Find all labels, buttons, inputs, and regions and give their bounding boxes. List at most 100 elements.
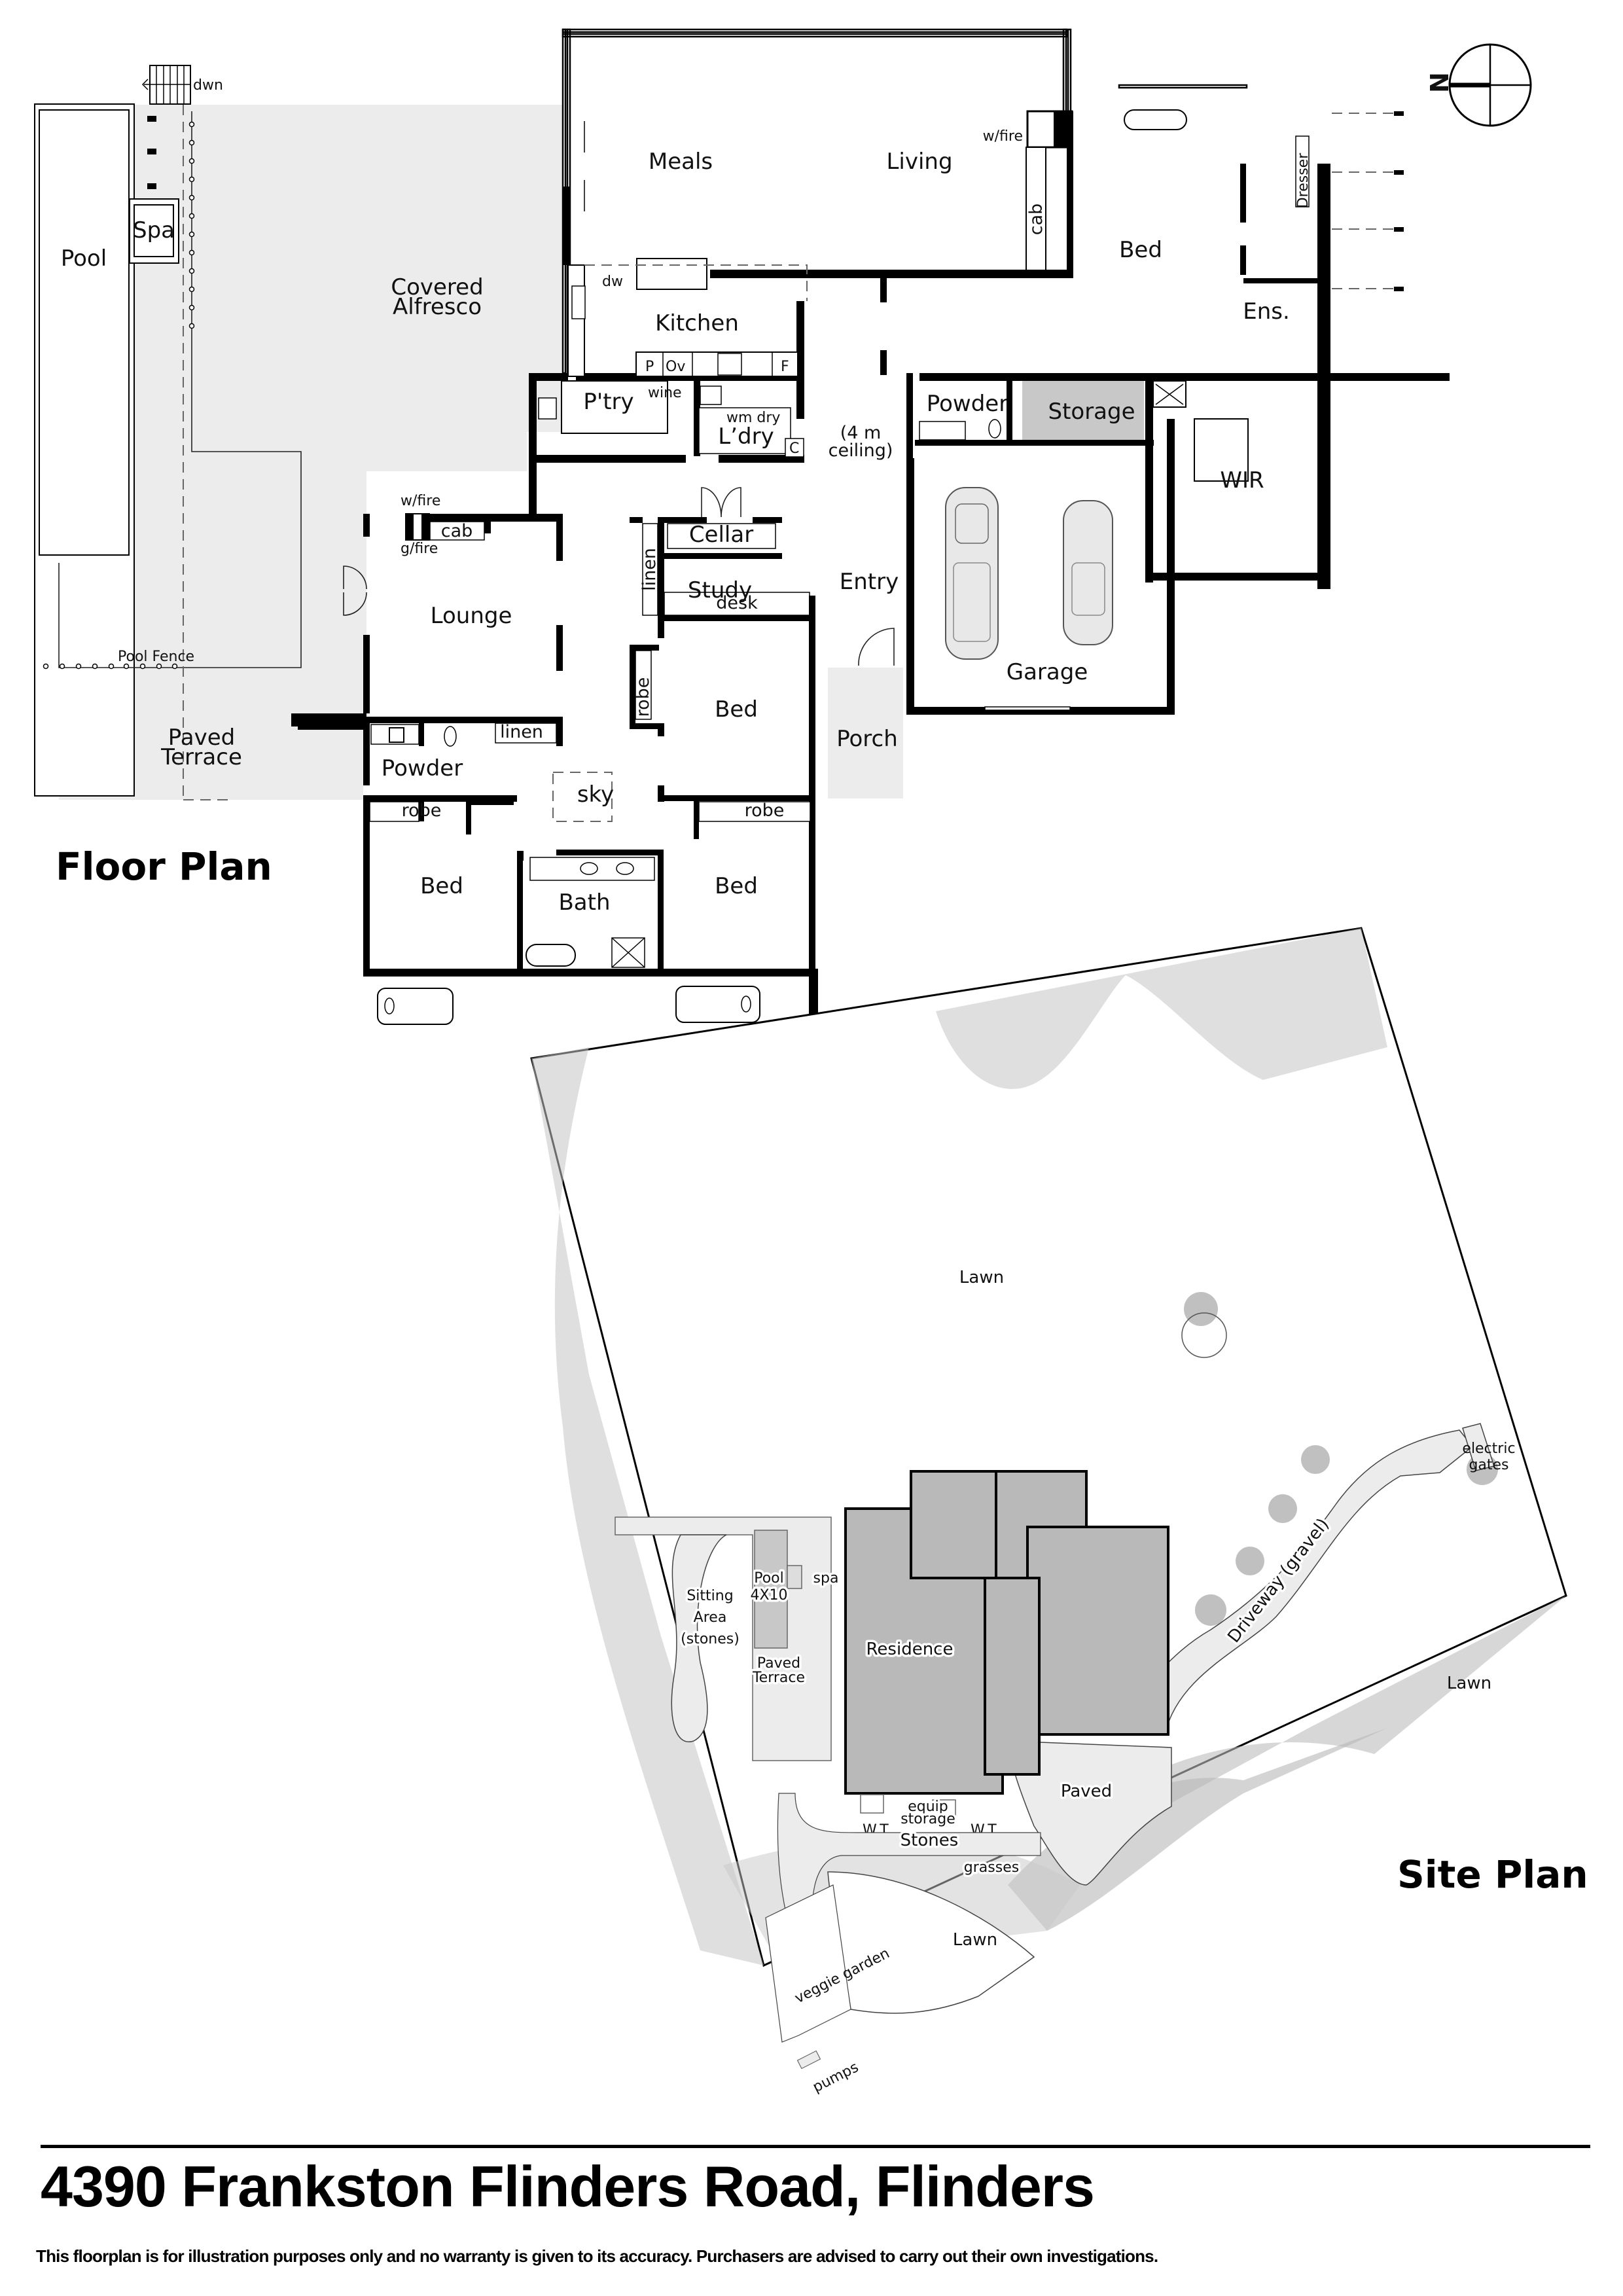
north-compass-icon: N: [1425, 43, 1532, 127]
site-plan: Lawn Driveway (gravel) electric gates La…: [530, 927, 1567, 2096]
stones-label: Stones: [901, 1831, 959, 1850]
laundry-label: L’dry: [718, 423, 774, 450]
toilet-icon: [988, 419, 1001, 439]
grasses-label: grasses: [964, 1859, 1019, 1876]
pool: [39, 109, 130, 556]
pumps-label: pumps: [810, 2059, 861, 2096]
linen-hall-label: linen: [500, 722, 543, 742]
meals-living-glazing: [562, 28, 1072, 374]
arrow-left-icon: [141, 79, 149, 90]
pantry-bench: [561, 380, 668, 434]
site-spa-label: spa: [813, 1570, 839, 1587]
post-icon: [147, 116, 156, 122]
floor-plan-heading: Floor Plan: [56, 844, 272, 889]
wir-island: [1194, 418, 1249, 482]
bed-sw-label: Bed: [420, 873, 463, 899]
footer-divider: [41, 2145, 1590, 2148]
living-label: Living: [886, 149, 952, 175]
storage-label: Storage: [1048, 399, 1135, 425]
lounge-cab: [429, 521, 485, 541]
skylight-outline: [552, 772, 613, 822]
pool-fence: [58, 105, 302, 800]
post-icon: [147, 183, 156, 189]
entry-door-swing[interactable]: [858, 628, 895, 666]
alfresco-terrace-area: [59, 105, 563, 800]
bathtub-icon: [1124, 109, 1187, 130]
ensuite-label: Ens.: [1243, 298, 1290, 325]
site-pool-label-2: 4X10: [750, 1587, 787, 1604]
lounge-french-doors[interactable]: [343, 565, 367, 616]
sink-icon: [389, 727, 404, 743]
porch-label: Porch: [836, 726, 898, 752]
car-icon: [1063, 500, 1113, 645]
ceiling-note-1: (4 m: [840, 423, 882, 443]
pantry-label: P'try: [583, 389, 633, 415]
powder-west-label: Powder: [382, 755, 463, 781]
water-tank-icon: [675, 986, 760, 1023]
stairs-down: [141, 65, 191, 105]
toilet-icon: [444, 726, 457, 747]
study-label: Study: [688, 577, 752, 603]
washer-dryer-label: wm dry: [726, 410, 780, 426]
paved-label: Paved: [1061, 1782, 1112, 1801]
ceiling-note-2: ceiling): [829, 440, 893, 461]
fridge-label: F: [781, 359, 789, 375]
water-tank-icon: [377, 988, 454, 1025]
property-address-title: 4390 Frankston Flinders Road, Flinders: [41, 2154, 1095, 2219]
garage-label: Garage: [1007, 659, 1088, 685]
living-cab: [1026, 147, 1046, 276]
lounge-gfire-label: g/fire: [401, 541, 438, 557]
site-pool-label-1: Pool: [754, 1570, 784, 1587]
bath-label: Bath: [558, 889, 610, 916]
outdoor-areas: [59, 105, 903, 800]
residence-label: Residence: [866, 1640, 954, 1659]
electric-gates-label-2: gates: [1469, 1457, 1508, 1473]
paved-terrace-label-1: Paved: [168, 725, 235, 751]
water-tank-icon: [860, 1794, 884, 1814]
vanity: [1295, 135, 1310, 207]
bed-east-label: Bed: [715, 696, 758, 723]
driveway: [1111, 1429, 1474, 1736]
linen-cupboard-hall: [495, 723, 557, 744]
covered-alfresco-label-2: Alfresco: [393, 294, 482, 320]
kitchen-p-label: P: [645, 359, 654, 375]
pool-fence-posts: [43, 121, 195, 670]
site-plan-heading: Site Plan: [1397, 1852, 1588, 1897]
basin-icon: [919, 421, 966, 440]
sink-icon: [700, 386, 722, 405]
linen-cupboard-study: [642, 523, 658, 616]
basin-icon: [616, 862, 634, 875]
entry-label: Entry: [840, 569, 899, 595]
stairs-down-label: dwn: [193, 77, 223, 94]
basin-icon: [580, 862, 598, 875]
robe-sw: [369, 801, 419, 822]
storage-room: [1022, 381, 1144, 440]
lawn-south-label: Lawn: [953, 1930, 997, 1950]
robe-east: [635, 650, 652, 720]
electric-gates-label-1: electric: [1462, 1441, 1515, 1457]
north-label: N: [1425, 72, 1454, 93]
pool-fence-label: Pool Fence: [118, 649, 194, 665]
pumps-box: [796, 2050, 821, 2070]
post-icon: [147, 149, 156, 154]
deck-posts-east: [1332, 111, 1404, 291]
disclaimer-text: This floorplan is for illustration purpo…: [36, 2246, 1158, 2266]
dresser-label: Dresser: [1295, 152, 1311, 208]
sink-icon: [538, 397, 557, 420]
porch-area: [828, 668, 903, 798]
lounge-cab-label: cab: [441, 521, 473, 541]
site-spa: [787, 1565, 802, 1589]
cellar-double-door[interactable]: [701, 487, 741, 518]
garage-door: [984, 706, 1071, 711]
residence-footprint: [844, 1470, 1169, 1795]
robe-east-label: robe: [633, 677, 653, 717]
site-terrace-label-2: Terrace: [752, 1670, 805, 1686]
paved-terrace-label-2: Terrace: [160, 744, 242, 770]
meals-label: Meals: [649, 149, 713, 175]
car-icon: [945, 487, 999, 660]
bathtub-icon: [526, 944, 576, 967]
cellar-racking: [667, 523, 776, 549]
veggie-garden-bed: [765, 1884, 851, 2043]
wir-label: WIR: [1220, 467, 1264, 493]
bulkhead-outline: [584, 264, 808, 301]
